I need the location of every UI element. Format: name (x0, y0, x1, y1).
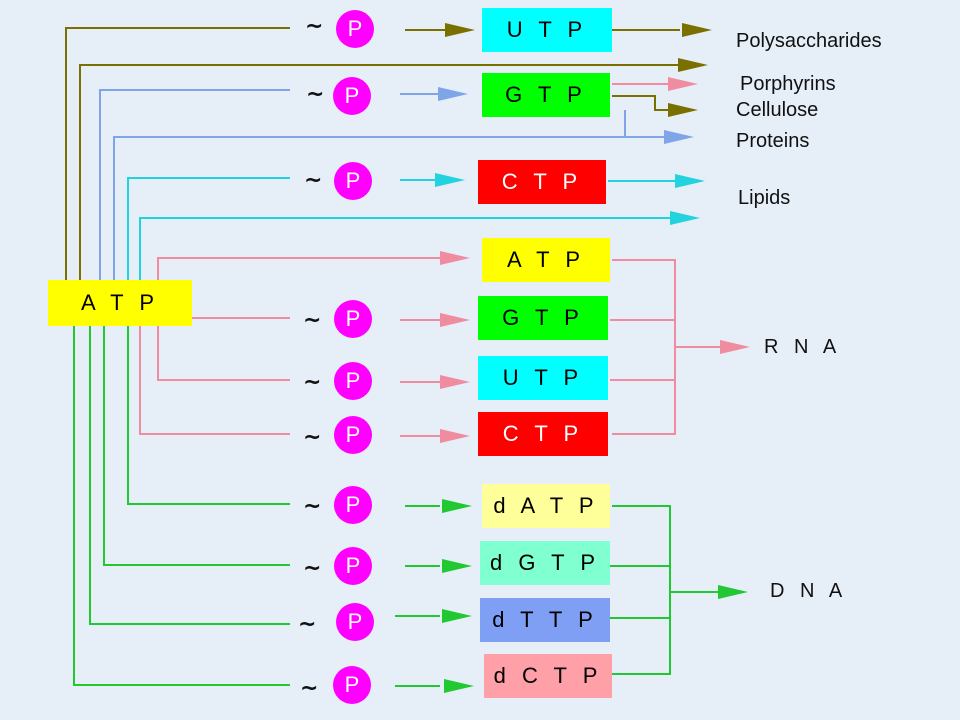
tilde: ~ (304, 168, 323, 193)
arrow-to-lipids (675, 174, 705, 188)
source-atp-box: A T P (48, 280, 192, 326)
gtp-label: G T P (502, 305, 584, 330)
tilde: ~ (303, 494, 322, 519)
tilde: ~ (300, 676, 319, 701)
arrowhead (442, 609, 472, 623)
arrowhead (678, 58, 708, 72)
product-cellulose: Cellulose (736, 99, 819, 121)
line-atp-to-gtp (99, 89, 290, 280)
dgtp-label: d G T P (489, 550, 600, 575)
tilde: ~ (306, 82, 325, 107)
gtp-label: G T P (505, 82, 587, 107)
ctp-box-top: C T P (478, 160, 606, 204)
line-atp-to-dgtp (103, 326, 290, 566)
phosphate-label: P (345, 168, 361, 193)
phosphate-label: P (344, 672, 360, 697)
arrowhead (440, 251, 470, 265)
arrow-to-dna (718, 585, 748, 599)
line-atp-to-lipids (139, 217, 672, 280)
line-atp-to-ctp (127, 177, 290, 280)
dttp-box: d T T P (480, 598, 610, 642)
arrow-to-ctp (435, 173, 465, 187)
utp-label: U T P (506, 17, 588, 42)
dna-collector (612, 505, 671, 675)
arrow-to-utp (445, 23, 475, 37)
gtp-box-top: G T P (482, 73, 610, 117)
utp-box-top: U T P (482, 8, 612, 52)
tilde: ~ (305, 14, 324, 39)
rna-collector (612, 259, 676, 435)
phosphate-label: P (347, 16, 363, 41)
line-atp-to-utp-rna (157, 326, 290, 381)
arrow-to-polysaccharides (682, 23, 712, 37)
dctp-box: d C T P (484, 654, 612, 698)
atp-label: A T P (506, 247, 585, 272)
phosphate-circle: P (334, 162, 372, 200)
arrow-to-cellulose (668, 103, 698, 117)
product-dna: D N A (770, 580, 848, 602)
line-atp-to-dctp (73, 326, 290, 686)
line-atp-to-atp (157, 257, 440, 280)
arrowhead (442, 499, 472, 513)
line-atp-to-proteins (113, 136, 665, 280)
phosphate-label: P (344, 83, 360, 108)
arrowhead (440, 429, 470, 443)
line-atp-to-ctp-rna (139, 326, 290, 435)
arrowhead (664, 130, 694, 144)
arrowhead (442, 559, 472, 573)
tilde: ~ (303, 556, 322, 581)
tilde: ~ (303, 308, 322, 333)
phosphate-label: P (345, 492, 361, 517)
phosphate-circle: P (334, 362, 372, 400)
product-polysaccharides: Polysaccharides (736, 30, 882, 52)
product-proteins: Proteins (736, 130, 810, 152)
dgtp-box: d G T P (480, 541, 610, 585)
phosphate-label: P (345, 422, 361, 447)
ctp-box-rna: C T P (478, 412, 608, 456)
phosphate-circle: P (334, 486, 372, 524)
product-porphyrins: Porphyrins (740, 73, 836, 95)
arrowhead (440, 313, 470, 327)
phosphate-label: P (345, 553, 361, 578)
phosphate-label: P (345, 368, 361, 393)
tilde: ~ (303, 370, 322, 395)
source-atp-label: A T P (80, 290, 159, 315)
dttp-label: d T T P (492, 607, 598, 632)
ctp-label: C T P (502, 421, 584, 446)
phosphate-circle: P (336, 10, 374, 48)
arrowhead (440, 375, 470, 389)
arrow-to-porphyrins (668, 77, 698, 91)
phosphate-circle: P (334, 416, 372, 454)
phosphate-circle: P (333, 666, 371, 704)
phosphate-circle: P (336, 603, 374, 641)
tilde: ~ (298, 612, 317, 637)
line-atp-to-dttp (89, 326, 290, 625)
ctp-label: C T P (501, 169, 583, 194)
tilde: ~ (303, 425, 322, 450)
arrowhead (444, 679, 474, 693)
gtp-box-rna: G T P (478, 296, 608, 340)
atp-box-rna: A T P (482, 238, 610, 282)
phosphate-label: P (345, 306, 361, 331)
phosphate-circle: P (334, 547, 372, 585)
phosphate-circle: P (334, 300, 372, 338)
line-atp-to-utp (65, 27, 290, 280)
arrow-to-gtp (438, 87, 468, 101)
product-lipids: Lipids (738, 187, 791, 209)
utp-label: U T P (502, 365, 584, 390)
phosphate-label: P (347, 609, 363, 634)
connector-line (612, 95, 668, 111)
datp-label: d A T P (493, 493, 599, 518)
datp-box: d A T P (482, 484, 610, 528)
arrow-to-rna (720, 340, 750, 354)
utp-box-rna: U T P (478, 356, 608, 400)
product-rna: R N A (764, 336, 842, 358)
phosphate-circle: P (333, 77, 371, 115)
line-atp-to-polysaccharides (79, 64, 680, 280)
line-atp-to-datp (127, 326, 290, 505)
dctp-label: d C T P (493, 663, 603, 688)
arrowhead (670, 211, 700, 225)
